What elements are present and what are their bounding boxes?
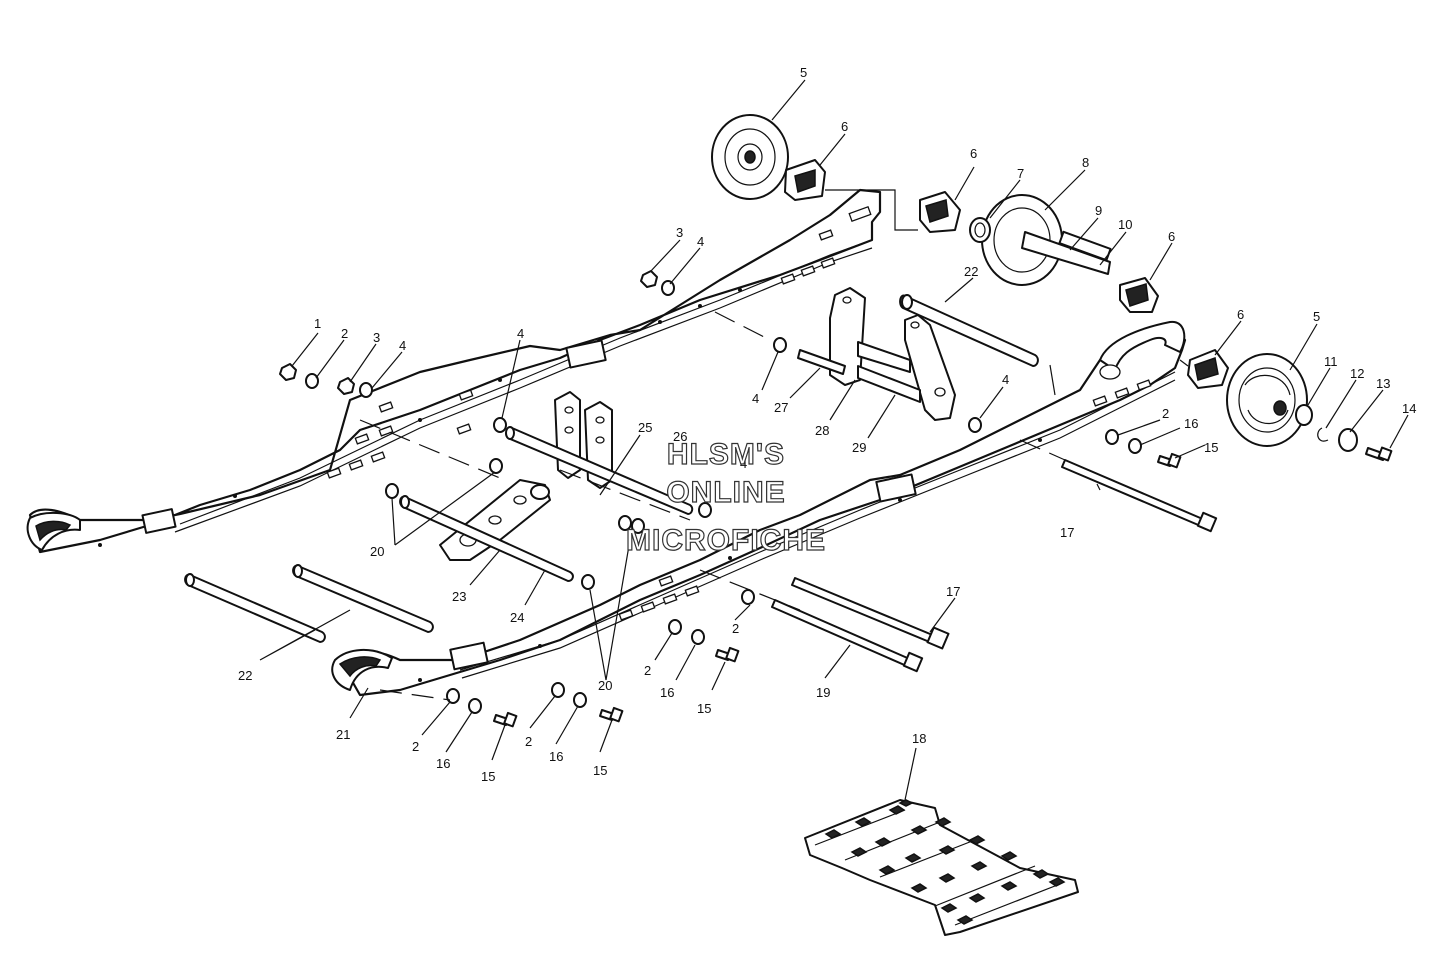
callout-8: 8 (1082, 155, 1089, 170)
callout-15: 15 (481, 769, 495, 784)
callout-23: 23 (452, 589, 466, 604)
callout-16: 16 (436, 756, 450, 771)
callout-6: 6 (1237, 307, 1244, 322)
callout-15: 15 (1204, 440, 1218, 455)
callout-24: 24 (510, 610, 524, 625)
callout-29: 29 (852, 440, 866, 455)
callout-5: 5 (800, 65, 807, 80)
callout-11: 11 (1324, 354, 1338, 369)
callout-28: 28 (815, 423, 829, 438)
callout-15: 15 (593, 763, 607, 778)
spacer-ring (969, 217, 991, 243)
callout-12: 12 (1350, 366, 1364, 381)
callout-14: 14 (1402, 401, 1416, 416)
callout-22: 22 (238, 668, 252, 683)
callout-20: 20 (598, 678, 612, 693)
callout-2: 2 (525, 734, 532, 749)
callout-1: 1 (314, 316, 321, 331)
left-rail (26, 188, 882, 554)
callout-25: 25 (638, 420, 652, 435)
callout-7: 7 (1017, 166, 1024, 181)
callout-6: 6 (841, 119, 848, 134)
callout-17: 17 (946, 584, 960, 599)
callout-10: 10 (1118, 217, 1132, 232)
callout-18: 18 (912, 731, 926, 746)
callout-4: 4 (517, 326, 524, 341)
callout-4: 4 (752, 391, 759, 406)
callout-3: 3 (373, 330, 380, 345)
callout-2: 2 (412, 739, 419, 754)
hardware (279, 270, 1182, 728)
bearings (784, 159, 1229, 389)
callout-5: 5 (1313, 309, 1320, 324)
track-section (804, 799, 1079, 936)
hub-hardware (1295, 404, 1393, 462)
callout-17: 17 (1060, 525, 1074, 540)
callout-6: 6 (970, 146, 977, 161)
callout-22: 22 (964, 264, 978, 279)
callout-15: 15 (697, 701, 711, 716)
callout-2: 2 (732, 621, 739, 636)
shafts (184, 294, 1218, 673)
assembly-lines (359, 189, 1189, 701)
callout-4: 4 (1002, 372, 1009, 387)
callout-16: 16 (549, 749, 563, 764)
callout-16: 16 (660, 685, 674, 700)
callout-26: 26 (673, 429, 687, 444)
callout-27: 27 (774, 400, 788, 415)
idler-wheel-right (1226, 353, 1308, 447)
idler-wheel-8 (981, 194, 1112, 286)
idler-wheel-top (711, 114, 789, 200)
callouts: 1 2 3 4 3 4 4 5 6 6 7 8 9 10 6 22 6 5 11… (238, 65, 1416, 784)
callout-6: 6 (1168, 229, 1175, 244)
callout-9: 9 (1095, 203, 1102, 218)
leader-lines (259, 79, 1409, 801)
callout-3: 3 (676, 225, 683, 240)
watermark: HLSM'S ONLINE MICROFICHE (625, 437, 826, 557)
watermark-line-2: ONLINE (666, 476, 785, 509)
callout-2: 2 (644, 663, 651, 678)
callout-2: 2 (1162, 406, 1169, 421)
right-rail (331, 320, 1187, 697)
watermark-line-3: MICROFICHE (626, 524, 826, 557)
callout-2: 2 (341, 326, 348, 341)
callout-19: 19 (816, 685, 830, 700)
callout-4: 4 (399, 338, 406, 353)
rear-scissor-frame (829, 287, 956, 421)
callout-13: 13 (1376, 376, 1390, 391)
callout-4: 4 (740, 456, 747, 471)
callout-21: 21 (336, 727, 350, 742)
callout-20: 20 (370, 544, 384, 559)
callout-16: 16 (1184, 416, 1198, 431)
callout-4: 4 (697, 234, 704, 249)
watermark-line-1: HLSM'S (667, 438, 785, 471)
